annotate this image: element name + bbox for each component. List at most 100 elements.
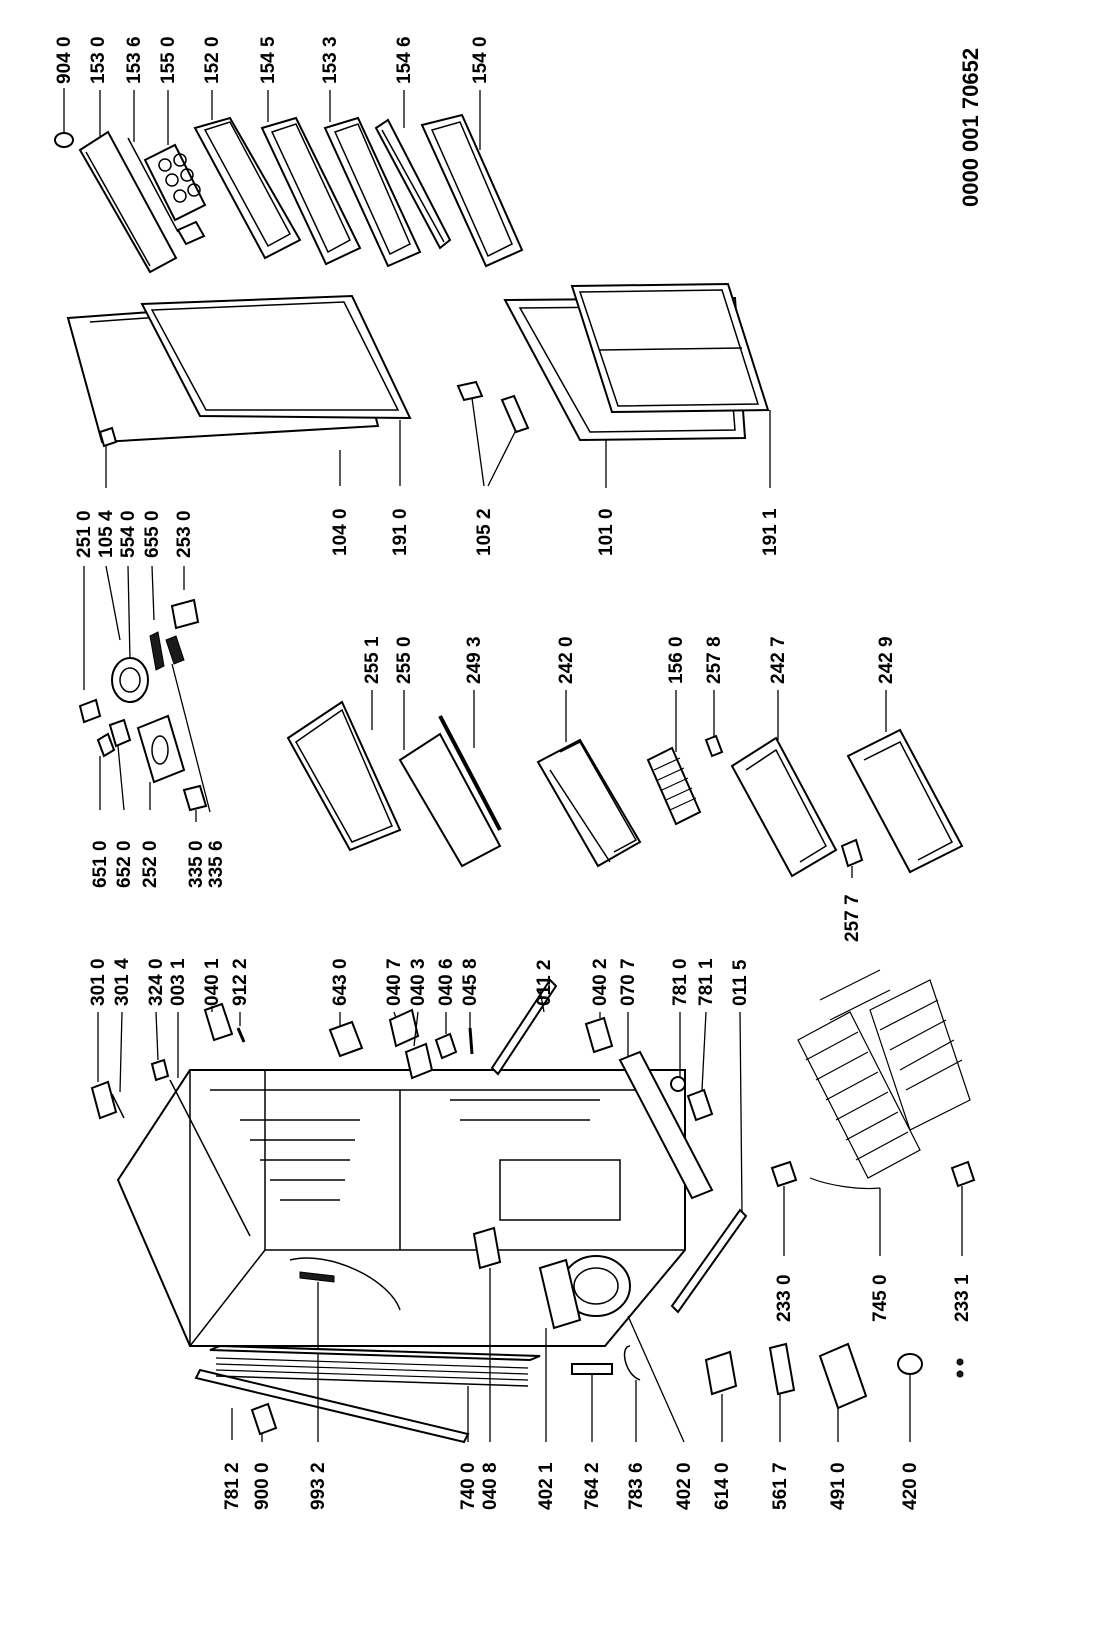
- label-740-0: 740 0: [458, 1462, 479, 1510]
- part-740-0-condenser: [209, 1344, 541, 1387]
- label-011-5: 011 5: [730, 959, 751, 1006]
- wire-shelves-group: 233 0 745 0 233 1: [770, 969, 976, 1322]
- part-040-6-block: [434, 1032, 458, 1060]
- label-233-0: 233 0: [774, 1274, 795, 1322]
- label-153-3: 153 3: [320, 36, 341, 84]
- part-781-1-vent: [686, 1088, 714, 1122]
- part-904-0-cap: [54, 132, 74, 148]
- label-249-3: 249 3: [464, 636, 485, 684]
- part-257-7-clip: [840, 838, 864, 868]
- bottom-components-group: 781 2 900 0 993 2 740 0 040 8 402 1 764 …: [194, 1226, 964, 1510]
- part-040-8-block: [472, 1226, 502, 1270]
- part-105-2-hinge-b: [500, 394, 530, 434]
- label-402-0: 402 0: [674, 1462, 695, 1510]
- label-402-1: 402 1: [536, 1462, 557, 1510]
- part-257-8-clip: [704, 734, 724, 758]
- label-154-0: 154 0: [470, 36, 491, 84]
- label-040-8: 040 8: [480, 1462, 501, 1510]
- label-070-7: 070 7: [618, 958, 639, 1006]
- label-040-1: 040 1: [202, 958, 223, 1006]
- part-070-7-cover: [618, 1050, 714, 1200]
- label-912-2: 912 2: [230, 958, 251, 1006]
- label-003-1: 003 1: [168, 958, 189, 1006]
- label-904-0: 904 0: [54, 36, 75, 84]
- part-745-0-wire-shelves: [797, 969, 971, 1190]
- part-155-0-egg-tray: [143, 143, 207, 246]
- document-number: 0000 001 70652: [958, 48, 983, 207]
- label-255-1: 255 1: [362, 636, 383, 684]
- label-301-4: 301 4: [112, 958, 133, 1006]
- label-153-6: 153 6: [124, 36, 145, 84]
- label-191-0: 191 0: [390, 508, 411, 556]
- part-153-0-cover: [78, 130, 178, 274]
- label-242-7: 242 7: [768, 636, 789, 684]
- part-651-0-bulb: [96, 732, 116, 758]
- label-781-2: 781 2: [222, 1462, 243, 1510]
- part-233-1-foot: [950, 1160, 976, 1188]
- part-191-0-gasket: [140, 294, 412, 420]
- label-104-0: 104 0: [330, 508, 351, 556]
- part-335-0-knob: [182, 784, 208, 812]
- label-643-0: 643 0: [330, 958, 351, 1006]
- label-040-2: 040 2: [590, 958, 611, 1006]
- door-bins-group: 904 0 153 0 153 6 155 0 152 0 154 5 153 …: [54, 36, 983, 274]
- label-153-0: 153 0: [88, 36, 109, 84]
- label-191-1: 191 1: [760, 508, 781, 556]
- label-105-4: 105 4: [96, 510, 117, 558]
- part-301-0: [90, 1080, 118, 1120]
- label-335-6: 335 6: [206, 840, 227, 888]
- part-420-0-capacitor: [897, 1353, 923, 1375]
- part-040-3-hinge: [404, 1042, 434, 1080]
- label-554-0: 554 0: [118, 510, 139, 558]
- label-420-0: 420 0: [900, 1462, 921, 1510]
- part-253-0-cap: [170, 598, 200, 630]
- part-040-7-bracket: [388, 1008, 420, 1048]
- part-324-0: [150, 1058, 170, 1082]
- part-small-dot-b: [956, 1370, 964, 1378]
- part-614-0-starter: [704, 1350, 738, 1396]
- part-242-0-crisper: [536, 738, 642, 868]
- part-402-1-relay: [538, 1258, 582, 1330]
- part-045-8-pin: [468, 1027, 474, 1055]
- part-335-6-screw: [165, 635, 185, 665]
- part-255-1-shelf-frame: [286, 700, 402, 852]
- label-152-0: 152 0: [202, 36, 223, 84]
- label-011-2: 011 2: [534, 960, 555, 1007]
- label-255-0: 255 0: [394, 636, 415, 684]
- part-233-0-foot: [770, 1160, 798, 1188]
- part-small-dot-a: [956, 1358, 964, 1366]
- part-153-3-bin: [323, 116, 422, 268]
- label-781-1: 781 1: [696, 958, 717, 1006]
- label-045-8: 045 8: [460, 958, 481, 1006]
- label-233-1: 233 1: [952, 1274, 973, 1322]
- part-251-0-clip: [78, 698, 102, 724]
- part-251-0: [98, 426, 118, 448]
- part-255-0-glass: [398, 732, 502, 868]
- part-781-2-tube: [194, 1368, 470, 1444]
- part-252-0-housing: [136, 714, 186, 784]
- part-781-0-cap: [670, 1076, 686, 1092]
- label-745-0: 745 0: [870, 1274, 891, 1322]
- label-652-0: 652 0: [114, 840, 135, 888]
- part-156-0-ice-tray: [646, 746, 702, 826]
- part-561-7-fuse: [768, 1342, 796, 1396]
- label-614-0: 614 0: [712, 1462, 733, 1510]
- label-301-0: 301 0: [88, 958, 109, 1006]
- part-040-2-hinge: [584, 1016, 614, 1054]
- label-154-6: 154 6: [394, 36, 415, 84]
- part-783-6-loop: [623, 1345, 641, 1381]
- part-912-2-screw: [236, 1027, 246, 1043]
- label-251-0: 251 0: [74, 510, 95, 558]
- shelves-group: 255 1 255 0 249 3 242 0 156 0 257 8 242 …: [286, 636, 964, 942]
- label-101-0: 101 0: [596, 508, 617, 556]
- part-491-0-cover: [818, 1342, 868, 1410]
- label-155-0: 155 0: [158, 36, 179, 84]
- label-257-8: 257 8: [704, 636, 725, 684]
- cabinet-group: 301 0 301 4 324 0 003 1 040 1 912 2 643 …: [88, 958, 751, 1347]
- part-242-9-drawer: [846, 728, 964, 874]
- label-781-0: 781 0: [670, 958, 691, 1006]
- part-554-0-knob: [111, 657, 149, 703]
- part-011-2-rail: [490, 978, 558, 1076]
- doors-group: 104 0 191 0 105 2 101 0 191 1: [66, 282, 781, 556]
